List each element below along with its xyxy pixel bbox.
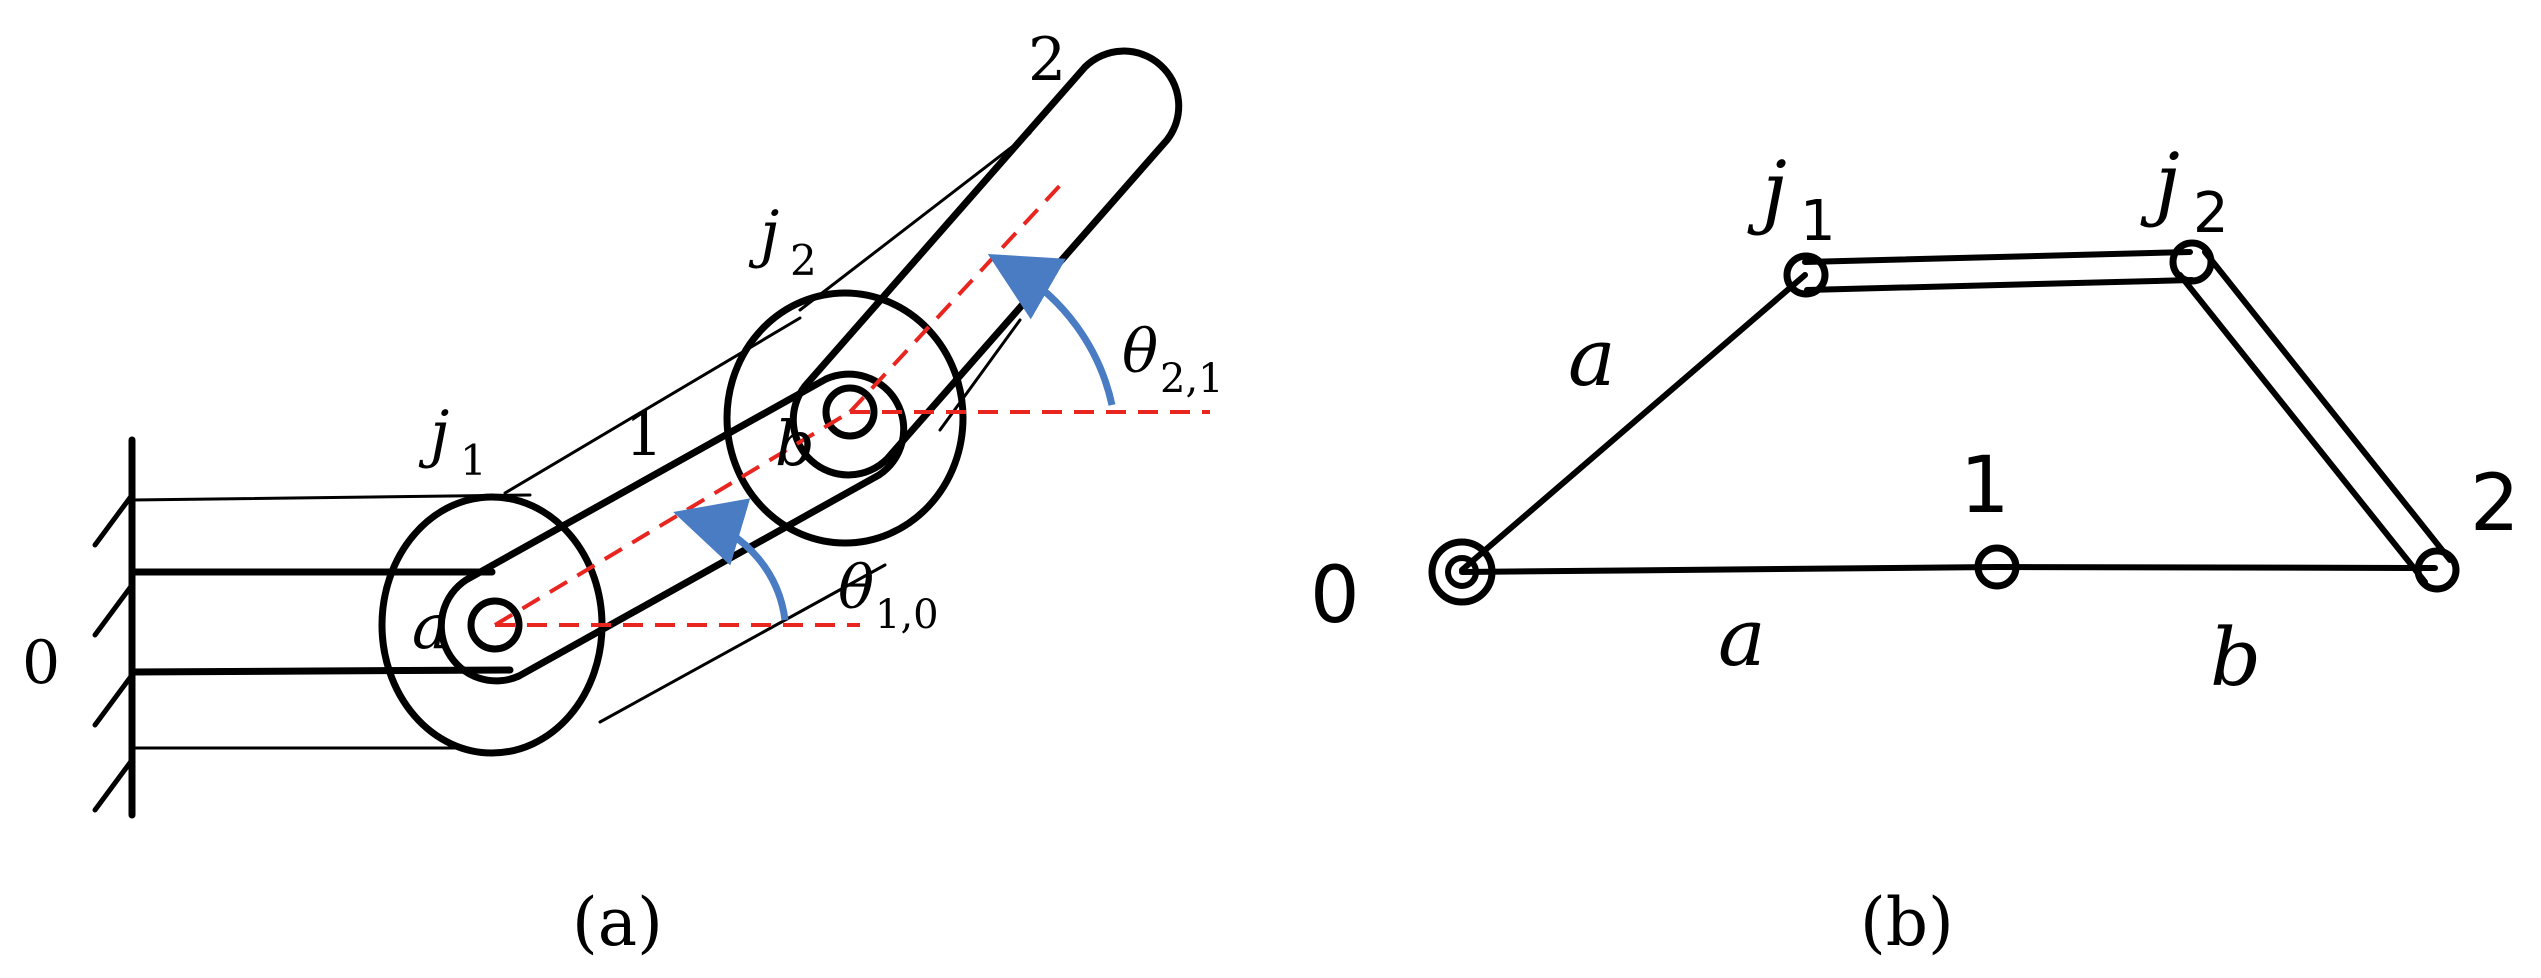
joint-j1-label: j (418, 397, 449, 470)
node-1 (1974, 544, 2020, 590)
pivot-b-label: b (775, 407, 815, 480)
graph-edges (1459, 249, 2453, 585)
node-j2 (2169, 239, 2215, 285)
node2-label: 2 (2470, 459, 2520, 549)
panel-a: 0 1 2 j 1 j 2 a b θ 1,0 θ 2,1 (a) (22, 25, 1224, 961)
theta21-arrow (987, 253, 1116, 406)
edge-a-lower-label: a (1718, 591, 1766, 684)
link-2 (789, 47, 1183, 479)
theta21-subscript: 2,1 (1160, 356, 1224, 402)
link-1 (437, 370, 908, 685)
theta10-subscript: 1,0 (875, 592, 939, 638)
pivot-b (822, 384, 878, 440)
pivot-a (467, 597, 523, 653)
pulley-j2 (723, 289, 967, 547)
joint-j1-subscript: 1 (460, 436, 487, 485)
edge-j1-j2-inner (1804, 277, 2195, 293)
theta10-arrow (673, 498, 789, 621)
node-0 (1428, 538, 1496, 606)
theta21-label: θ (1122, 317, 1158, 387)
edge-1-2 (1994, 564, 2438, 571)
joint-j2-label: j (748, 197, 779, 270)
panel-b: 0 1 2 j 1 j 2 a a b (b) (1310, 136, 2520, 961)
node-j2-subscript: 2 (2193, 181, 2229, 246)
edge-j1-j2-outer (1802, 249, 2193, 265)
node-j1-subscript: 1 (1800, 189, 1836, 254)
joint-j2-subscript: 2 (790, 236, 817, 285)
belt-lines (130, 131, 1032, 750)
node-j1 (1783, 252, 1829, 298)
ground-label: 0 (22, 628, 60, 698)
edge-b-lower-label: b (2210, 611, 2261, 704)
link1-label: 1 (625, 400, 663, 470)
edge-j2-2-inner (2177, 272, 2428, 585)
node1-label: 1 (1960, 441, 2010, 531)
edge-j2-2-outer (2202, 249, 2453, 563)
node-2 (2414, 547, 2460, 593)
link2-label: 2 (1028, 25, 1066, 95)
panel-b-caption: (b) (1860, 884, 1954, 961)
edge-0-j1 (1459, 272, 1808, 573)
node-j1-label: j (1747, 144, 1787, 237)
ground-wall (92, 436, 136, 819)
base-link (128, 568, 514, 676)
node0-label: 0 (1310, 551, 1360, 641)
edge-0-1 (1459, 564, 2000, 575)
reference-lines (493, 178, 1210, 627)
theta10-label: θ (838, 553, 874, 623)
edge-a-upper-label: a (1568, 311, 1616, 404)
panel-a-caption: (a) (572, 884, 663, 961)
node-j2-label: j (2140, 136, 2180, 229)
pivot-a-label: a (412, 590, 449, 663)
